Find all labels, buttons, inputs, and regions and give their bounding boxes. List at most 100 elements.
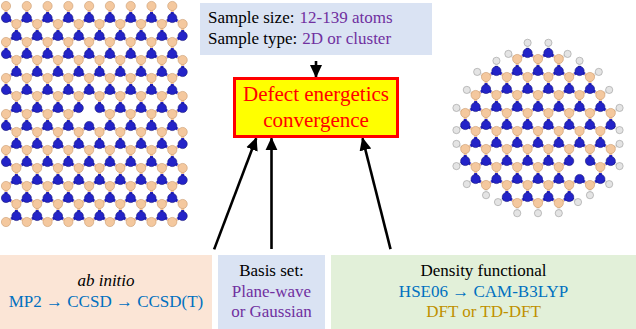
boron-atom: [533, 126, 542, 135]
boron-atom: [492, 90, 501, 99]
boron-atom: [575, 90, 584, 99]
boron-atom: [554, 198, 563, 207]
nitrogen-atom: [554, 138, 563, 147]
boron-atom: [74, 55, 83, 64]
nitrogen-atom: [1, 49, 10, 58]
nitrogen-atom: [136, 175, 145, 184]
boron-atom: [178, 199, 187, 208]
boron-atom: [513, 54, 522, 63]
nitrogen-atom: [22, 157, 31, 166]
boron-atom: [126, 181, 135, 190]
box-text: Sample type:: [208, 29, 297, 48]
boron-atom: [43, 181, 52, 190]
boron-atom: [481, 108, 490, 117]
nitrogen-atom: [481, 120, 490, 129]
nitrogen-atom: [95, 175, 104, 184]
nitrogen-atom: [53, 103, 62, 112]
nitrogen-atom: [116, 67, 125, 76]
boron-atom: [168, 37, 177, 46]
boron-atom: [585, 72, 594, 81]
hydrogen-atom: [493, 57, 500, 64]
boron-atom: [22, 181, 31, 190]
nitrogen-atom: [116, 211, 125, 220]
box-text: 12-139 atoms: [300, 8, 393, 27]
boron-atom: [544, 144, 553, 153]
nitrogen-atom: [74, 103, 83, 112]
boron-atom: [126, 73, 135, 82]
nitrogen-atom: [136, 103, 145, 112]
boron-atom: [85, 73, 94, 82]
nitrogen-atom: [22, 13, 31, 22]
nitrogen-atom: [74, 139, 83, 148]
hydrogen-atom: [555, 210, 562, 217]
arrow-connector: [315, 61, 318, 77]
nitrogen-atom: [585, 120, 594, 129]
boron-atom: [95, 163, 104, 172]
hydrogen-atom: [494, 199, 501, 206]
nitrogen-atom: [544, 192, 553, 201]
nitrogen-atom: [74, 175, 83, 184]
box-text: or Gaussian: [231, 302, 312, 321]
box-text: Defect energetics convergence: [243, 82, 389, 132]
boron-atom: [147, 217, 156, 226]
boron-atom: [1, 109, 10, 118]
box-text: Density functional: [420, 261, 546, 280]
hydrogen-atom: [616, 127, 623, 134]
nitrogen-atom: [12, 31, 21, 40]
hydrogen-atom: [453, 127, 460, 134]
arrow-connector: [214, 138, 256, 249]
nitrogen-atom: [178, 103, 187, 112]
nitrogen-atom: [43, 85, 52, 94]
hydrogen-atom: [574, 199, 581, 206]
text-line: or Gaussian: [221, 302, 322, 323]
nitrogen-atom: [502, 156, 511, 165]
nitrogen-atom: [105, 13, 114, 22]
boron-atom: [544, 72, 553, 81]
nitrogen-atom: [126, 157, 135, 166]
nitrogen-atom: [554, 66, 563, 75]
nitrogen-atom: [565, 84, 574, 93]
nitrogen-atom: [147, 13, 156, 22]
boron-atom: [565, 108, 574, 117]
nitrogen-atom: [492, 102, 501, 111]
nitrogen-atom: [513, 174, 522, 183]
nitrogen-atom: [105, 121, 114, 130]
boron-atom: [43, 37, 52, 46]
boron-atom: [64, 181, 73, 190]
boron-atom: [43, 1, 52, 10]
nitrogen-atom: [85, 49, 94, 58]
nitrogen-atom: [533, 66, 542, 75]
nitrogen-atom: [33, 103, 42, 112]
boron-atom: [105, 37, 114, 46]
nitrogen-atom: [492, 138, 501, 147]
nitrogen-atom: [575, 138, 584, 147]
box-text: DFT or TD-DFT: [426, 302, 541, 321]
boron-atom: [533, 90, 542, 99]
boron-atom: [502, 180, 511, 189]
boron-atom: [116, 163, 125, 172]
nitrogen-atom: [85, 193, 94, 202]
nitrogen-atom: [596, 102, 605, 111]
boron-atom: [533, 198, 542, 207]
nitrogen-atom: [22, 49, 31, 58]
nitrogen-atom: [74, 67, 83, 76]
nitrogen-atom: [596, 138, 605, 147]
boron-atom: [105, 181, 114, 190]
nitrogen-atom: [585, 156, 594, 165]
boron-atom: [168, 181, 177, 190]
nitrogen-atom: [12, 175, 21, 184]
nitrogen-atom: [105, 49, 114, 58]
nitrogen-atom: [575, 174, 584, 183]
boron-atom: [523, 144, 532, 153]
boron-atom: [33, 163, 42, 172]
boron-atom: [523, 108, 532, 117]
nitrogen-atom: [523, 156, 532, 165]
nitrogen-atom: [168, 49, 177, 58]
hydrogen-atom: [474, 68, 481, 75]
nitrogen-atom: [596, 174, 605, 183]
boron-atom: [575, 126, 584, 135]
basis-set-box: Basis set:Plane-waveor Gaussian: [218, 255, 325, 329]
boron-atom: [53, 55, 62, 64]
nitrogen-atom: [43, 13, 52, 22]
boron-atom: [22, 217, 31, 226]
